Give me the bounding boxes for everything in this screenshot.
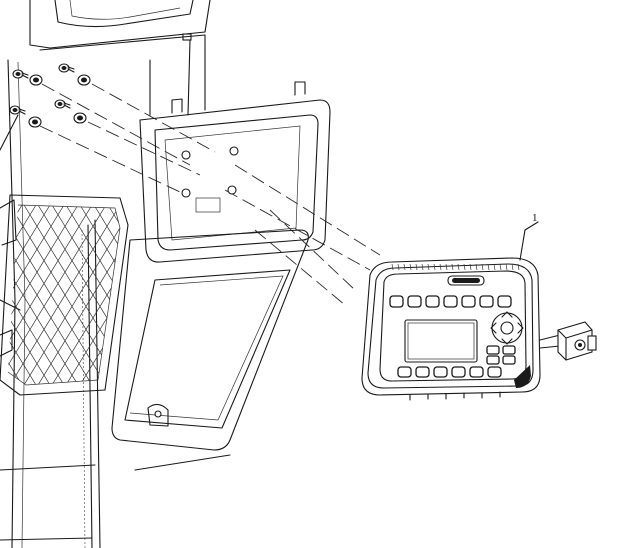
net-strand	[23, 205, 120, 385]
grip-ridge	[457, 263, 460, 271]
net-strand	[192, 205, 302, 385]
net-strand	[8, 205, 51, 385]
preset-button	[479, 295, 494, 308]
screw	[9, 105, 26, 115]
grip-ridge	[391, 263, 394, 271]
grip-ridge	[421, 263, 424, 271]
grip-ridge	[487, 263, 490, 271]
control-button	[469, 366, 484, 378]
callout-label: 1	[532, 212, 538, 224]
screw	[54, 99, 71, 109]
storage-net	[0, 194, 302, 396]
screw	[58, 63, 75, 73]
screw	[28, 116, 42, 128]
net-strand	[150, 205, 260, 385]
net-strand	[8, 205, 93, 385]
grip-ridge	[451, 263, 454, 271]
grip-ridge	[445, 263, 448, 271]
assembly-lines	[39, 83, 381, 306]
net-strand	[9, 205, 120, 385]
screw	[12, 69, 29, 79]
screw	[77, 74, 91, 86]
net-strand	[65, 205, 120, 385]
grip-ridge	[517, 263, 520, 271]
preset-button	[425, 295, 440, 308]
net-strand	[8, 205, 79, 385]
grip-ridge	[493, 263, 496, 271]
net-strand	[8, 205, 23, 385]
vehicle-body-frame	[0, 0, 211, 548]
net-strand	[8, 205, 37, 385]
preset-button	[389, 295, 404, 308]
control-button	[487, 366, 502, 378]
grip-ridge	[415, 263, 418, 271]
wiring-connector	[539, 321, 597, 361]
grip-ridge	[511, 263, 514, 271]
net-strand	[51, 205, 120, 385]
net-strand	[37, 205, 120, 385]
lower-panel	[111, 229, 309, 471]
grip-ridge	[409, 263, 412, 271]
stereo-head-unit	[361, 257, 541, 401]
net-strand	[8, 205, 107, 385]
net-strand	[79, 205, 120, 385]
net-strand	[8, 205, 51, 385]
lcd-display	[404, 319, 478, 363]
control-button	[451, 366, 466, 378]
control-button	[415, 366, 430, 378]
preset-button	[461, 295, 476, 308]
grip-ridge	[403, 263, 406, 271]
preset-button	[497, 295, 512, 308]
callout-part-1: 1	[519, 212, 539, 261]
grip-ridge	[481, 263, 484, 271]
grip-ridge	[427, 263, 430, 271]
grip-ridge	[505, 263, 508, 271]
mounting-screws	[0, 63, 91, 151]
mounting-bezel	[139, 81, 331, 263]
preset-button	[443, 295, 458, 308]
preset-button	[407, 295, 422, 308]
net-strand	[8, 205, 79, 385]
net-strand	[136, 205, 246, 385]
grip-ridge	[463, 263, 466, 271]
grip-ridge	[439, 263, 442, 271]
screw	[73, 112, 87, 124]
net-strand	[8, 205, 37, 385]
net-strand	[93, 205, 120, 385]
control-button	[397, 366, 412, 378]
control-button	[433, 366, 448, 378]
grip-ridge	[499, 263, 502, 271]
grip-ridge	[397, 263, 400, 271]
grip-ridge	[475, 263, 478, 271]
net-strand	[79, 205, 120, 385]
net-strand	[150, 205, 260, 385]
net-strand	[65, 205, 120, 385]
screw	[29, 74, 43, 86]
grip-ridge	[433, 263, 436, 271]
dpad-control	[490, 311, 524, 345]
net-strand	[136, 205, 246, 385]
net-strand	[192, 205, 302, 385]
net-strand	[8, 205, 23, 385]
grip-ridge	[469, 263, 472, 271]
